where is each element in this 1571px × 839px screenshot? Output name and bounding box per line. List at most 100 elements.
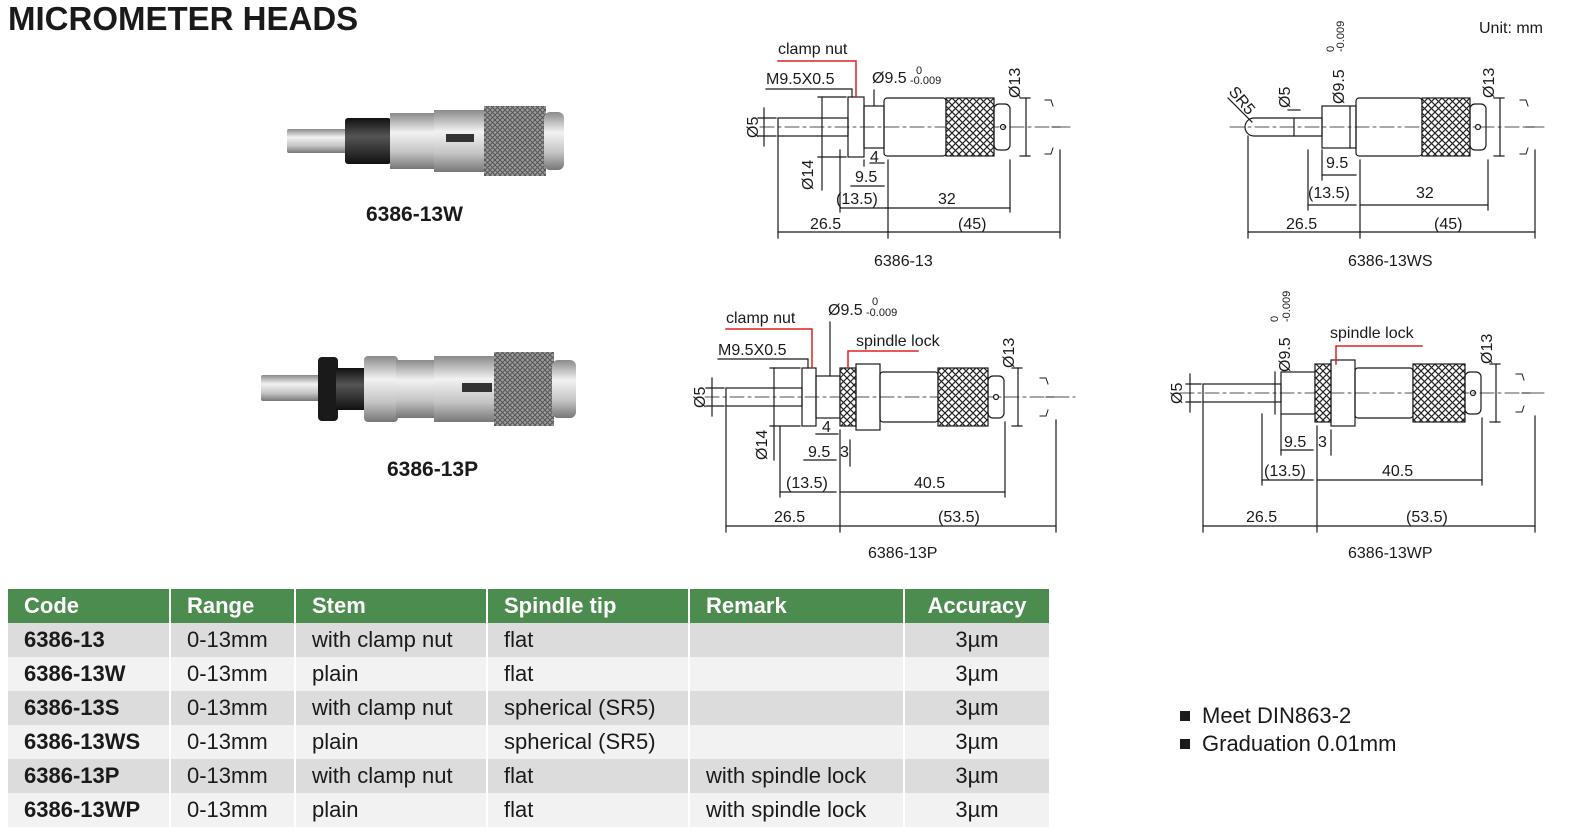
d3-n405: 40.5	[914, 475, 945, 492]
cell-range: 0-13mm	[170, 657, 296, 691]
cell-stem: plain	[295, 657, 488, 691]
cell-code: 6386-13P	[8, 759, 171, 793]
cell-remark: with spindle lock	[689, 759, 905, 793]
d2-n265: 26.5	[1286, 216, 1317, 233]
cell-range: 0-13mm	[170, 725, 296, 759]
drawing-6386-13wp	[1179, 345, 1546, 533]
d1-tol-upper: 0	[916, 65, 922, 77]
photo-6386-13w	[287, 106, 564, 176]
d3-n3: 3	[840, 444, 849, 461]
table-row: 6386-13WS 0-13mm plain spherical (SR5) 3…	[8, 725, 1051, 759]
d3-d13-label: Ø13	[1001, 338, 1018, 368]
table-header-row: Code Range Stem Spindle tip Remark Accur…	[8, 589, 1051, 623]
cell-code: 6386-13W	[8, 657, 171, 691]
d2-n32: 32	[1416, 185, 1434, 202]
table-row: 6386-13W 0-13mm plain flat 3µm	[8, 657, 1051, 691]
col-header-stem: Stem	[295, 589, 488, 623]
d4-d13-label: Ø13	[1479, 334, 1496, 364]
d1-dia-label: Ø9.5	[872, 70, 907, 87]
col-header-code: Code	[8, 589, 171, 623]
d2-caption: 6386-13WS	[1348, 253, 1433, 270]
cell-accuracy: 3µm	[904, 793, 1051, 827]
cell-spindle-tip: spherical (SR5)	[487, 691, 690, 725]
cell-spindle-tip: flat	[487, 623, 690, 657]
col-header-range: Range	[170, 589, 296, 623]
d1-tol-lower: -0.009	[910, 75, 941, 87]
d2-sr-label: SR5	[1225, 84, 1258, 119]
col-header-remark: Remark	[689, 589, 905, 623]
d1-n95: 9.5	[855, 169, 877, 186]
drawing-6386-13p	[704, 321, 1076, 533]
d2-d13-label: Ø13	[1481, 68, 1498, 98]
cell-range: 0-13mm	[170, 759, 296, 793]
cell-range: 0-13mm	[170, 691, 296, 725]
drawing-6386-13ws	[1227, 97, 1546, 239]
d2-n95: 9.5	[1326, 155, 1348, 172]
d1-n135: (13.5)	[836, 191, 878, 208]
d4-d5-label: Ø5	[1169, 383, 1186, 404]
d1-n32: 32	[938, 191, 956, 208]
d4-n95: 9.5	[1284, 434, 1306, 451]
d3-n265: 26.5	[774, 509, 805, 526]
drawing-6386-13	[757, 60, 1071, 239]
cell-stem: with clamp nut	[295, 691, 488, 725]
d4-n405: 40.5	[1382, 463, 1413, 480]
spec-table: Code Range Stem Spindle tip Remark Accur…	[8, 589, 1051, 827]
d4-n135: (13.5)	[1264, 463, 1306, 480]
unit-note: Unit: mm	[1479, 20, 1543, 37]
cell-remark	[689, 623, 905, 657]
d2-dia-label: Ø9.5	[1331, 69, 1348, 104]
cell-remark	[689, 691, 905, 725]
cell-stem: plain	[295, 793, 488, 827]
col-header-spindle-tip: Spindle tip	[487, 589, 690, 623]
d3-d14-label: Ø14	[754, 430, 771, 460]
photo-caption-6386-13w: 6386-13W	[366, 203, 463, 226]
d1-d14-label: Ø14	[800, 160, 817, 190]
d1-clamp-label: clamp nut	[778, 41, 848, 58]
d3-n4: 4	[822, 419, 831, 436]
cell-accuracy: 3µm	[904, 691, 1051, 725]
d4-n265: 26.5	[1246, 509, 1277, 526]
d2-n45: (45)	[1434, 216, 1462, 233]
d2-d5-label: Ø5	[1277, 87, 1294, 108]
d1-d13-label: Ø13	[1007, 68, 1024, 98]
d1-n4: 4	[870, 149, 879, 166]
d3-d5-label: Ø5	[692, 387, 709, 408]
cell-accuracy: 3µm	[904, 657, 1051, 691]
d4-tol-upper: 0	[1269, 316, 1281, 322]
col-header-accuracy: Accuracy	[904, 589, 1051, 623]
d3-dia-label: Ø9.5	[828, 302, 863, 319]
cell-code: 6386-13WP	[8, 793, 171, 827]
cell-accuracy: 3µm	[904, 623, 1051, 657]
d2-tol-upper: 0	[1325, 46, 1337, 52]
d3-lock-label: spindle lock	[856, 333, 941, 350]
table-row: 6386-13 0-13mm with clamp nut flat 3µm	[8, 623, 1051, 657]
cell-accuracy: 3µm	[904, 759, 1051, 793]
d3-n535: (53.5)	[938, 509, 980, 526]
d4-tol-lower: -0.009	[1281, 291, 1293, 322]
d3-clamp-label: clamp nut	[726, 310, 796, 327]
table-row: 6386-13P 0-13mm with clamp nut flat with…	[8, 759, 1051, 793]
cell-spindle-tip: flat	[487, 793, 690, 827]
d4-n535: (53.5)	[1406, 509, 1448, 526]
d1-d5-label: Ø5	[745, 117, 762, 138]
d3-tol-lower: -0.009	[866, 307, 897, 319]
d1-n45: (45)	[958, 216, 986, 233]
d4-caption: 6386-13WP	[1348, 545, 1433, 562]
d4-lock-label: spindle lock	[1330, 325, 1415, 342]
cell-code: 6386-13WS	[8, 725, 171, 759]
cell-stem: with clamp nut	[295, 759, 488, 793]
cell-spindle-tip: flat	[487, 759, 690, 793]
cell-code: 6386-13	[8, 623, 171, 657]
d3-caption: 6386-13P	[868, 545, 937, 562]
d3-n95: 9.5	[808, 444, 830, 461]
d3-n135: (13.5)	[786, 475, 828, 492]
d3-thread-label: M9.5X0.5	[718, 342, 787, 359]
cell-stem: plain	[295, 725, 488, 759]
cell-spindle-tip: flat	[487, 657, 690, 691]
page-title: MICROMETER HEADS	[8, 0, 359, 37]
cell-code: 6386-13S	[8, 691, 171, 725]
cell-remark: with spindle lock	[689, 793, 905, 827]
notes-list: Meet DIN863-2 Graduation 0.01mm	[1178, 702, 1396, 758]
